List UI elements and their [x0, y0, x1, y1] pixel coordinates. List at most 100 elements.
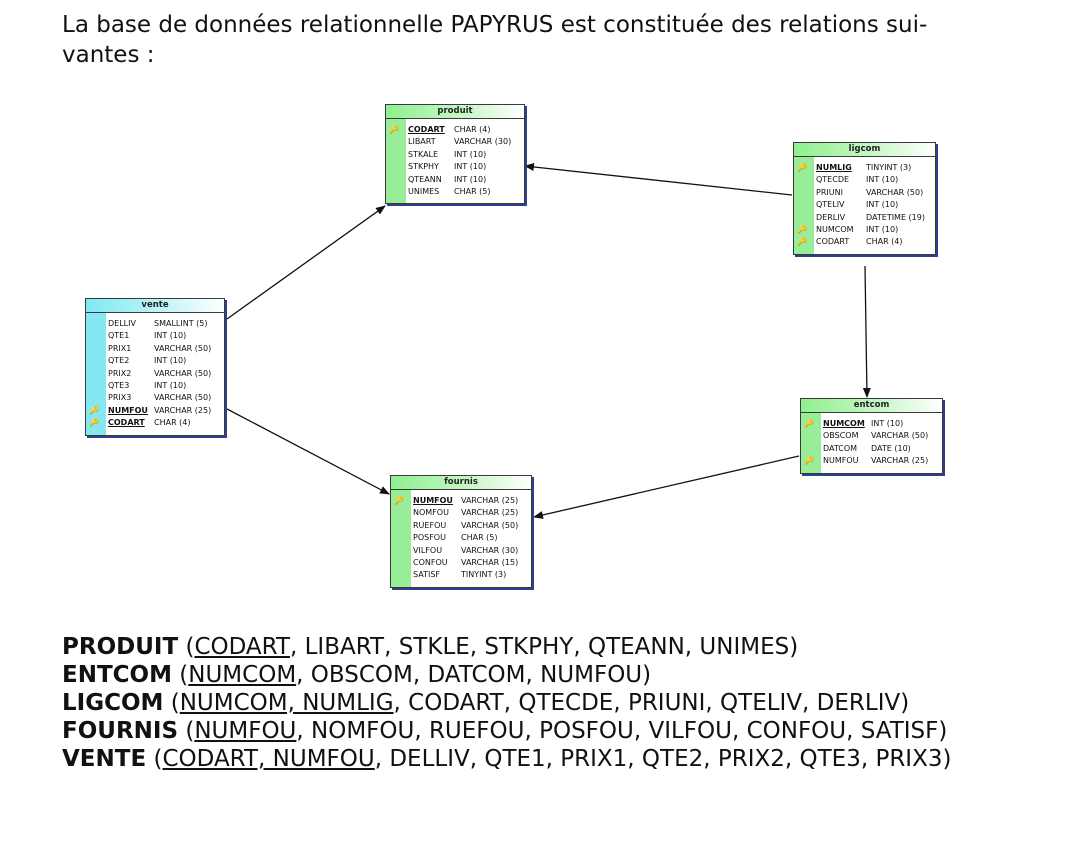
table-title: ligcom: [794, 143, 935, 157]
field-type: VARCHAR (25): [461, 496, 519, 505]
field-name: CODART: [108, 418, 145, 428]
field-name: CODART: [408, 125, 445, 134]
field-name: STKPHY: [408, 162, 439, 172]
relation-attributes: , OBSCOM, DATCOM, NUMFOU): [296, 662, 652, 688]
field-name: PRIUNI: [816, 187, 843, 197]
field-type: VARCHAR (50): [461, 520, 519, 530]
field-name: QTE3: [108, 380, 130, 390]
field-name: NUMFOU: [823, 456, 859, 466]
link-ligcom-produit: [524, 162, 793, 196]
field-name: QTE2: [108, 356, 130, 366]
field-type: VARCHAR (30): [461, 545, 519, 555]
key-icon: 🔑: [804, 419, 814, 428]
field-name: QTELIV: [816, 200, 845, 210]
field-type: VARCHAR (15): [461, 557, 519, 567]
relation-open: (: [178, 718, 195, 744]
table-row: STKALE INT (10): [386, 149, 524, 161]
relation-key: CODART: [194, 634, 290, 660]
relation-fournis: FOURNIS (NUMFOU, NOMFOU, RUEFOU, POSFOU,…: [62, 717, 1022, 745]
key-icon: 🔑: [797, 224, 807, 234]
table-row: RUEFOU VARCHAR (50): [391, 520, 531, 532]
field-name: CODART: [816, 237, 850, 247]
field-name: QTECDE: [816, 175, 850, 185]
field-type: INT (10): [454, 162, 487, 172]
field-name: NOMFOU: [413, 508, 449, 518]
field-type: INT (10): [154, 380, 187, 390]
table-stripe: [386, 119, 406, 204]
field-name: DATCOM: [823, 443, 858, 453]
link-vente-fournis: [226, 408, 390, 495]
relation-key: CODART, NUMFOU: [162, 746, 375, 772]
table-row: QTELIV INT (10): [794, 199, 935, 211]
field-type: INT (10): [866, 200, 899, 210]
relation-entcom: ENTCOM (NUMCOM, OBSCOM, DATCOM, NUMFOU): [62, 661, 1022, 689]
key-icon: 🔑: [797, 237, 807, 247]
field-type: TINYINT (3): [461, 570, 507, 580]
field-type: VARCHAR (50): [866, 187, 924, 197]
relation-attributes: , NOMFOU, RUEFOU, POSFOU, VILFOU, CONFOU…: [296, 718, 948, 744]
field-name: NUMFOU: [413, 496, 453, 505]
relation-key: NUMFOU: [194, 718, 297, 744]
field-type: INT (10): [454, 149, 487, 159]
table-row: VILFOU VARCHAR (30): [391, 545, 531, 557]
table-row: NOMFOU VARCHAR (25): [391, 507, 531, 519]
field-type: VARCHAR (25): [461, 508, 519, 518]
field-name: UNIMES: [408, 186, 440, 196]
field-name: NUMCOM: [823, 419, 865, 428]
relation-open: (: [178, 634, 195, 660]
relation-open: (: [171, 662, 189, 688]
field-type: VARCHAR (50): [154, 393, 212, 403]
field-name: QTE1: [108, 331, 130, 341]
field-type: CHAR (5): [461, 533, 498, 543]
table-title: produit: [386, 105, 524, 119]
table-row: QTECDE INT (10): [794, 174, 935, 186]
field-type: VARCHAR (30): [454, 137, 512, 147]
table-row: 🔑 NUMCOM INT (10): [801, 418, 942, 430]
relation-name: VENTE: [62, 746, 147, 772]
field-name: DELLIV: [108, 319, 136, 328]
field-type: SMALLINT (5): [154, 319, 208, 328]
table-row: SATISF TINYINT (3): [391, 569, 531, 581]
field-type: DATE (10): [871, 443, 911, 453]
field-name: STKALE: [408, 149, 439, 159]
key-icon: 🔑: [89, 418, 99, 428]
relation-ligcom: LIGCOM (NUMCOM, NUMLIG, CODART, QTECDE, …: [62, 689, 1022, 717]
key-icon: 🔑: [804, 456, 814, 466]
relation-key: NUMCOM, NUMLIG: [179, 690, 394, 716]
field-name: CONFOU: [413, 557, 448, 567]
link-ligcom-entcom: [862, 265, 871, 398]
field-type: VARCHAR (50): [871, 431, 929, 441]
field-name: OBSCOM: [823, 431, 859, 441]
field-name: POSFOU: [413, 533, 446, 543]
field-type: DATETIME (19): [866, 212, 925, 222]
field-name: SATISF: [413, 570, 441, 580]
table-row: PRIX2 VARCHAR (50): [86, 368, 224, 380]
field-type: INT (10): [454, 174, 487, 184]
table-title: vente: [86, 299, 224, 313]
table-stripe: [391, 490, 411, 587]
field-type: INT (10): [866, 175, 899, 185]
field-name: VILFOU: [413, 545, 443, 555]
field-type: INT (10): [871, 419, 904, 428]
table-row: CONFOU VARCHAR (15): [391, 557, 531, 569]
relation-produit: PRODUIT (CODART, LIBART, STKLE, STKPHY, …: [62, 633, 1022, 661]
table-title: fournis: [391, 476, 531, 490]
field-name: PRIX2: [108, 368, 132, 378]
table-row: QTE3 INT (10): [86, 380, 224, 392]
field-name: RUEFOU: [413, 520, 447, 530]
relation-name: ENTCOM: [62, 662, 172, 688]
link-entcom-fournis: [533, 455, 800, 519]
key-icon: 🔑: [797, 163, 807, 172]
relation-name: LIGCOM: [62, 690, 164, 716]
relation-attributes: , LIBART, STKLE, STKPHY, QTEANN, UNIMES): [290, 634, 799, 660]
field-type: VARCHAR (50): [154, 368, 212, 378]
relation-name: FOURNIS: [62, 718, 179, 744]
